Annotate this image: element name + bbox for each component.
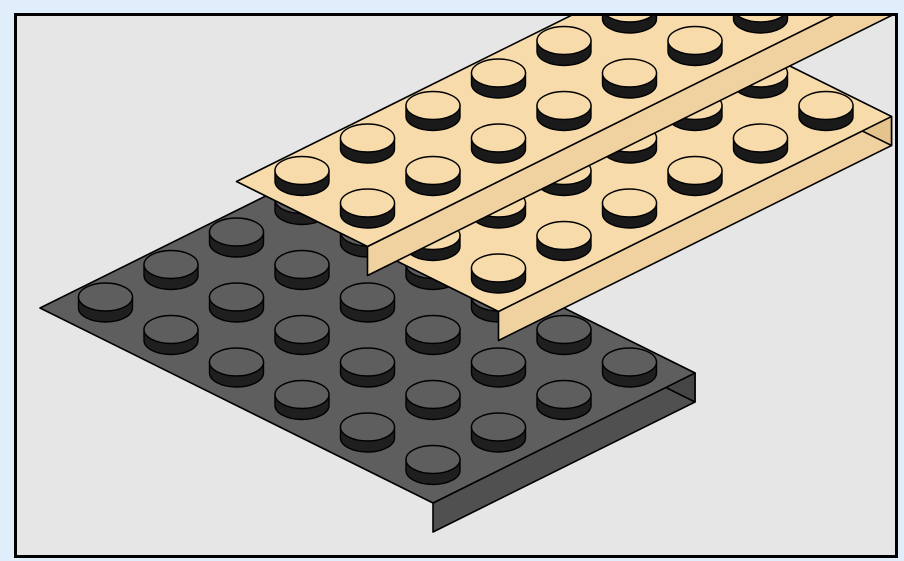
dark-gray-plate-stud: [406, 381, 460, 420]
tan-plate-a-stud: [668, 0, 722, 1]
tan-plate-a-stud: [341, 124, 395, 163]
dark-gray-plate-stud: [341, 283, 395, 322]
tan-plate-a-stud: [472, 59, 526, 98]
dark-gray-plate-stud: [210, 348, 264, 387]
tan-plate-a-stud: [603, 59, 657, 98]
tan-plate-b-stud: [537, 222, 591, 261]
dark-gray-plate-stud: [472, 413, 526, 452]
tan-plate-b-stud: [603, 189, 657, 228]
tan-plate-a-stud: [275, 157, 329, 196]
tan-plate-a-stud: [472, 124, 526, 163]
dark-gray-plate-stud: [341, 348, 395, 387]
tan-plate-b-stud: [472, 254, 526, 293]
dark-gray-plate-stud: [341, 413, 395, 452]
dark-gray-plate-stud: [144, 251, 198, 290]
dark-gray-plate-stud: [406, 316, 460, 355]
tan-plate-a-stud: [341, 189, 395, 228]
tan-plate-a-side-face: [761, 0, 892, 16]
dark-gray-plate-stud: [406, 446, 460, 485]
dark-gray-plate-stud: [210, 283, 264, 322]
dark-gray-plate-stud: [210, 218, 264, 257]
tan-plate-a-stud: [537, 27, 591, 66]
dark-gray-plate-stud: [275, 251, 329, 290]
dark-gray-plate-stud: [603, 348, 657, 387]
tan-plate-a-stud: [406, 157, 460, 196]
tan-plate-a-stud: [799, 0, 853, 1]
tan-plate-a-stud: [734, 0, 788, 33]
dark-gray-plate-stud: [275, 316, 329, 355]
dark-gray-plate-stud: [275, 381, 329, 420]
dark-gray-plate-stud: [537, 381, 591, 420]
dark-gray-plate-stud: [472, 348, 526, 387]
tan-plate-a-stud: [603, 0, 657, 33]
tan-plate-b-stud: [734, 124, 788, 163]
tan-plate-a-stud: [537, 92, 591, 131]
dark-gray-plate-stud: [79, 283, 133, 322]
dark-gray-plate-stud: [537, 316, 591, 355]
dark-gray-plate-stud: [144, 316, 198, 355]
tan-plate-b-stud: [799, 92, 853, 131]
tan-plate-b-stud: [668, 157, 722, 196]
tan-plate-a-stud: [668, 27, 722, 66]
tan-plate-a-stud: [406, 92, 460, 131]
